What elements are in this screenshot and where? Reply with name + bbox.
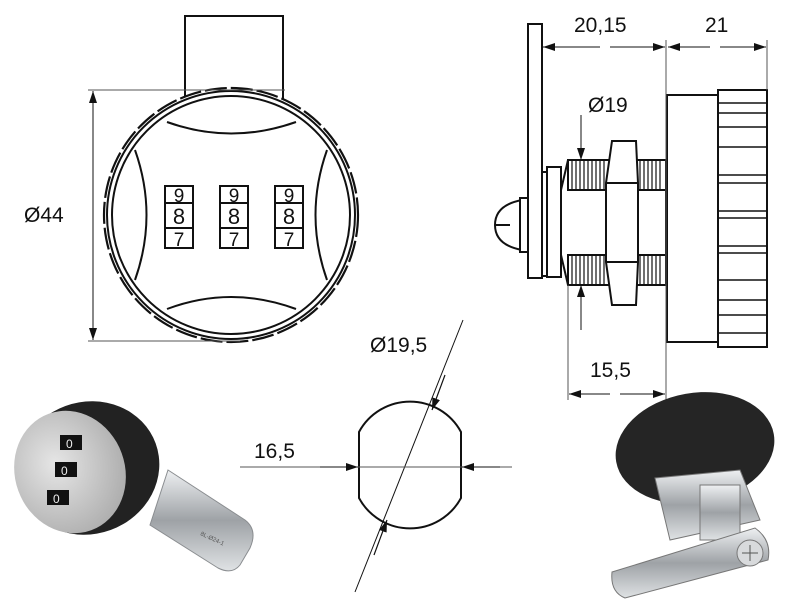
knob-body xyxy=(666,94,719,343)
dial-digit: 8 xyxy=(283,204,295,229)
photo-cam-plate xyxy=(611,527,770,599)
hex-nut xyxy=(605,140,639,306)
top-arc xyxy=(166,121,297,135)
dial-digit: 8 xyxy=(173,204,185,229)
cam-plate xyxy=(527,23,543,279)
bottom-arc xyxy=(166,296,297,310)
washer xyxy=(546,166,562,278)
photo-digit: 0 xyxy=(66,437,73,451)
diameter-44-label: Ø44 xyxy=(24,204,64,227)
diameter-19-label: Ø19 xyxy=(588,94,628,117)
dial-digit: 9 xyxy=(284,186,295,207)
dial-1[interactable]: 9 8 7 xyxy=(219,185,249,251)
right-arc xyxy=(314,149,328,281)
dial-digit: 7 xyxy=(174,230,185,251)
cam-profile xyxy=(358,400,462,530)
photo-digit: 0 xyxy=(61,464,68,478)
diameter-19-5-label: Ø19,5 xyxy=(370,334,427,357)
photo-lock-back xyxy=(611,392,775,599)
photo-digit: 0 xyxy=(53,492,60,506)
dial-digit: 9 xyxy=(174,186,185,207)
dial-digit: 8 xyxy=(228,204,240,229)
dial-digit: 7 xyxy=(229,230,240,251)
length-15-5-label: 15,5 xyxy=(590,359,631,382)
dial-2[interactable]: 9 8 7 xyxy=(274,185,304,251)
photo-lock-front: 8L-Ø24-1 0 0 0 xyxy=(14,401,254,572)
dial-digit: 9 xyxy=(229,186,240,207)
dial-0[interactable]: 9 8 7 xyxy=(164,185,194,251)
front-view: 9 8 7 9 8 7 9 8 7 Ø44 xyxy=(24,15,360,344)
left-arc xyxy=(134,149,148,281)
length-20-15-label: 20,15 xyxy=(574,14,627,37)
dial-digit: 7 xyxy=(284,230,295,251)
cam-section: Ø19,5 16,5 xyxy=(240,319,512,593)
side-view: 20,15 21 Ø19 15,5 xyxy=(493,14,768,400)
length-21-label: 21 xyxy=(705,14,728,37)
width-16-5-label: 16,5 xyxy=(254,440,295,463)
